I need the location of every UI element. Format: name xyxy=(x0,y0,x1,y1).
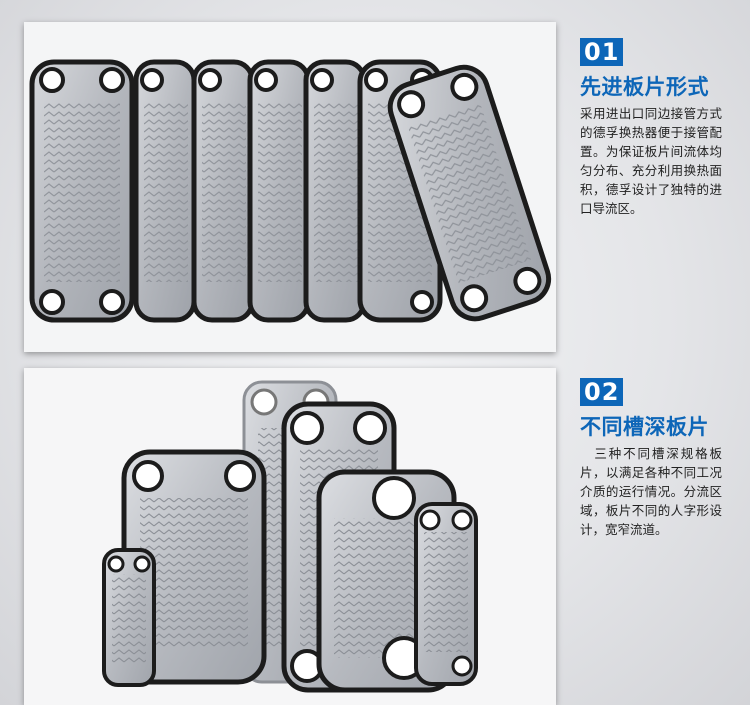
section-title: 不同槽深板片 xyxy=(580,415,709,439)
plate-2 xyxy=(133,59,197,323)
section-description: 采用进出口同边接管方式的德孚换热器便于接管配置。为保证板片间流体均匀分布、充分利… xyxy=(580,106,722,216)
plate-5 xyxy=(303,59,367,323)
section-title: 先进板片形式 xyxy=(580,75,709,99)
plate-1 xyxy=(29,59,135,323)
section-number-badge: 02 xyxy=(580,378,624,406)
plate-tilted xyxy=(387,64,552,322)
plate-row-photo xyxy=(24,22,556,352)
plate-3 xyxy=(191,59,255,323)
plate-sizes-photo xyxy=(24,368,556,705)
section-description: 三种不同槽深规格板片，以满足各种不同工况介质的运行情况。分流区域，板片不同的人字… xyxy=(580,446,722,537)
plate-row-illustration xyxy=(24,22,556,352)
section-number-badge: 01 xyxy=(580,38,624,66)
feature-section-1: 01 先进板片形式 采用进出口同边接管方式的德孚换热器便于接管配置。为保证板片间… xyxy=(580,38,730,218)
feature-section-2: 02 不同槽深板片 三种不同槽深规格板片，以满足各种不同工况介质的运行情况。分流… xyxy=(580,378,730,539)
plate-small-right xyxy=(414,502,478,686)
plate-sizes-illustration xyxy=(24,368,556,705)
plate-large-left xyxy=(121,449,267,685)
plate-small-left xyxy=(102,548,156,687)
plate-4 xyxy=(247,59,311,323)
